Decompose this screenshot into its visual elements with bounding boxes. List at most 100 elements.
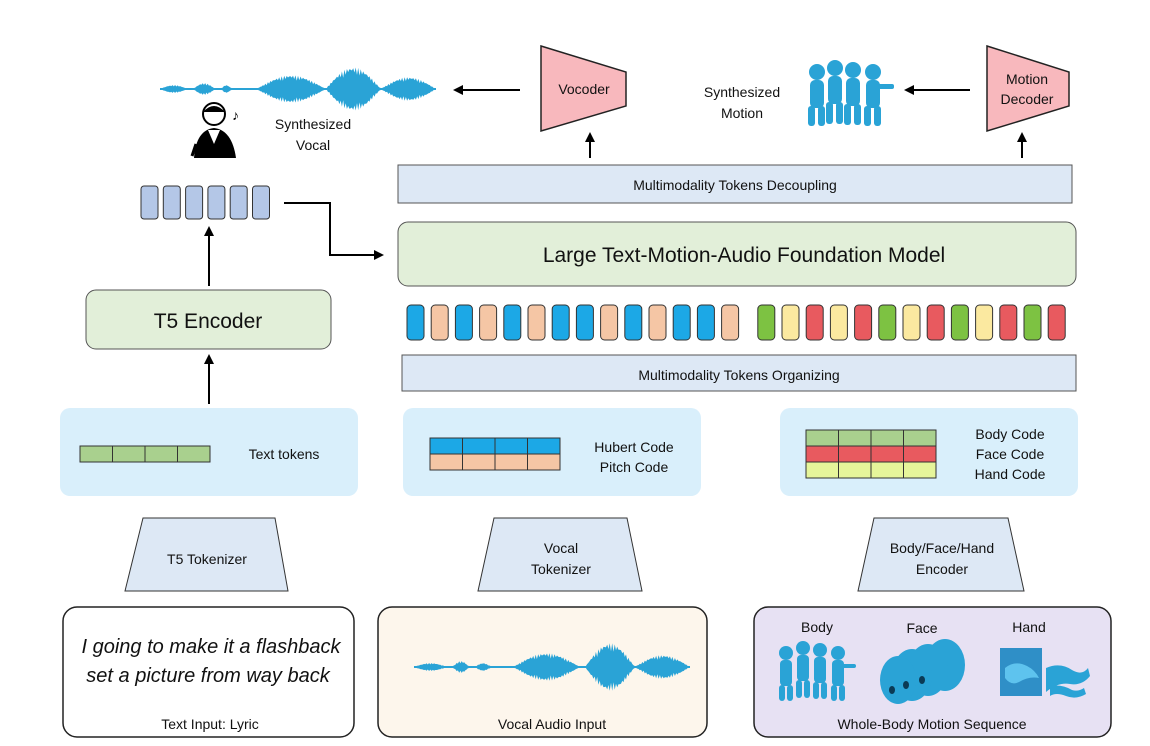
encoder-token: [252, 185, 270, 220]
token-yellow: [902, 304, 921, 341]
token-blue: [575, 304, 594, 341]
body-code-cell: [805, 429, 839, 447]
text-tokens-label: Text tokens: [249, 446, 320, 462]
text-token-cell: [112, 445, 146, 463]
synthesized-motion-label: Synthesized: [704, 84, 780, 100]
foundation-model-box: [397, 221, 1077, 287]
synthesized-vocal-label-line2: Vocal: [296, 137, 330, 153]
motion-face-label: Face: [906, 620, 937, 636]
token-yellow: [829, 304, 848, 341]
vocal-tokenizer-label-line2: Tokenizer: [531, 561, 591, 577]
hubert-code-label: Hubert Code: [594, 439, 674, 455]
encoder-output-tokens: [140, 185, 270, 220]
synthesized-motion-figures-icon: [808, 60, 894, 126]
token-blue: [624, 304, 643, 341]
lyric-line-1: I going to make it a flashback: [81, 636, 341, 658]
token-yellow: [975, 304, 994, 341]
singer-icon: ♪: [190, 102, 239, 158]
motion-input-caption: Whole-Body Motion Sequence: [837, 716, 1026, 732]
token-blue: [406, 304, 425, 341]
token-blue: [454, 304, 473, 341]
text-token-cell: [177, 445, 211, 463]
token-red: [854, 304, 873, 341]
vocal-code-grid: [429, 437, 561, 471]
body-figures-icon: [779, 641, 856, 701]
body-code-label: Body Code: [975, 426, 1044, 442]
vocoder-box: [540, 44, 627, 133]
organizing-label: Multimodality Tokens Organizing: [638, 367, 839, 383]
pitch-code-cell: [429, 453, 463, 471]
synthesized-vocal-waveform-icon: [160, 67, 436, 111]
vocal-input-caption: Vocal Audio Input: [498, 716, 606, 732]
encoder-token: [207, 185, 226, 220]
t5-tokenizer-box: [124, 517, 289, 592]
token-yellow: [781, 304, 800, 341]
token-peach: [430, 304, 449, 341]
pitch-code-cell: [527, 453, 561, 471]
token-peach: [527, 304, 546, 341]
token-peach: [479, 304, 498, 341]
multimodal-token-sequence: [406, 304, 1066, 341]
pitch-code-cell: [494, 453, 528, 471]
token-peach: [600, 304, 619, 341]
hubert-code-cell: [429, 437, 463, 455]
face-code-cell: [870, 445, 904, 463]
token-green: [757, 304, 776, 341]
hand-code-cell: [805, 461, 839, 479]
bfh-encoder-label-line2: Encoder: [916, 561, 968, 577]
hubert-code-cell: [462, 437, 496, 455]
svg-text:♪: ♪: [232, 107, 239, 123]
encoder-token: [162, 185, 181, 220]
face-code-label: Face Code: [976, 446, 1045, 462]
encoder-token: [140, 185, 159, 220]
body-code-cell: [838, 429, 872, 447]
decoupling-strip: [397, 164, 1073, 204]
token-blue: [551, 304, 570, 341]
motion-body-label: Body: [801, 619, 833, 635]
token-peach: [721, 304, 740, 341]
vocal-input-waveform-icon: [414, 643, 690, 691]
hand-poses-icon: [1000, 648, 1090, 698]
motion-decoder-label: Motion: [1006, 71, 1048, 87]
t5-encoder-label: T5 Encoder: [154, 310, 263, 333]
lyric-line-2: set a picture from way back: [86, 665, 330, 687]
text-input-caption: Text Input: Lyric: [161, 716, 259, 732]
token-peach: [648, 304, 667, 341]
pitch-code-label: Pitch Code: [600, 459, 669, 475]
organizing-strip: [401, 354, 1077, 392]
text-input-panel: [62, 606, 355, 738]
motion-code-grid: [805, 429, 937, 479]
decoupling-label: Multimodality Tokens Decoupling: [633, 177, 837, 193]
text-token-bar: [79, 445, 211, 463]
token-green: [1023, 304, 1042, 341]
hand-code-cell: [838, 461, 872, 479]
motion-decoder-box: [986, 44, 1070, 133]
face-code-cell: [903, 445, 937, 463]
token-green: [950, 304, 969, 341]
pitch-code-cell: [462, 453, 496, 471]
vocal-tokenizer-label: Vocal: [544, 540, 578, 556]
token-red: [805, 304, 824, 341]
hubert-code-cell: [527, 437, 561, 455]
face-code-cell: [838, 445, 872, 463]
text-token-cell: [144, 445, 178, 463]
token-blue: [503, 304, 522, 341]
token-red: [999, 304, 1018, 341]
foundation-model-label: Large Text-Motion-Audio Foundation Model: [543, 244, 945, 267]
t5-encoder-box: [85, 289, 332, 350]
vocal-tokenizer-box: [477, 517, 643, 592]
token-blue: [696, 304, 715, 341]
vocoder-label: Vocoder: [558, 81, 610, 97]
synthesized-vocal-label: Synthesized: [275, 116, 351, 132]
arrow-tokens-to-model: [284, 202, 384, 260]
hubert-code-cell: [494, 437, 528, 455]
face-code-cell: [805, 445, 839, 463]
body-code-cell: [903, 429, 937, 447]
hand-code-label: Hand Code: [975, 466, 1046, 482]
t5-tokenizer-label: T5 Tokenizer: [167, 551, 247, 567]
token-red: [926, 304, 945, 341]
motion-hand-label: Hand: [1012, 619, 1045, 635]
token-green: [878, 304, 897, 341]
bfh-encoder-box: [857, 517, 1025, 592]
token-red: [1047, 304, 1066, 341]
